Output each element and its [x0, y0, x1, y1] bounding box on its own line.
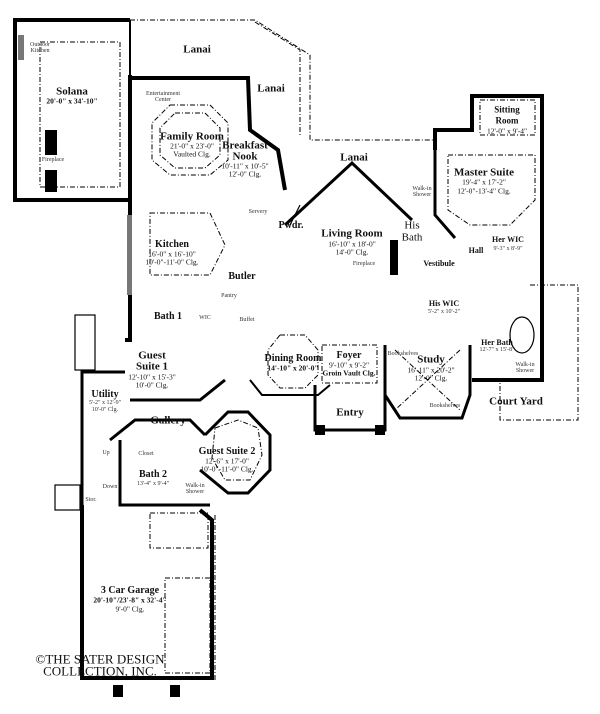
room-lanai-3: Lanai [340, 151, 368, 164]
breakfast-nook-size: 10'-11" x 10'-5" [221, 161, 269, 171]
study-bookshelves-1: Bookshelves [387, 351, 419, 357]
garage-ceiling: 9'-0" Clg. [115, 604, 145, 614]
family-room-size: 21'-0" x 23'-0" [170, 141, 214, 151]
kitchen-size: 16'-0" x 16'-10" [148, 249, 196, 259]
room-lanai-2: Lanai [257, 82, 285, 95]
lanai-outline [130, 19, 435, 141]
bath-2-shower: Walk-in Shower [185, 483, 205, 495]
wall-solana [13, 18, 130, 202]
room-solana: Solana [56, 85, 88, 98]
master-suite-ceiling: 12'-0"-13'-4" Clg. [457, 186, 511, 196]
solana-size: 20'-0" x 34'-10" [46, 96, 98, 106]
wall-family-north [130, 76, 287, 191]
guest-suite-1-size: 12'-10" x 15'-3" [128, 372, 176, 382]
room-his-wic: His WIC [428, 299, 460, 308]
room-powder: Pwdr. [278, 220, 304, 231]
utility-size: 5'-2" x 12'-9" [88, 400, 122, 406]
dining-ceiling [267, 334, 319, 389]
living-room-size: 16'-10" x 18'-0" [328, 239, 376, 249]
wall-study [383, 345, 472, 420]
room-dining-room: Dining Room [264, 353, 322, 364]
her-bath-size: 12'-7" x 15'-8" [479, 347, 515, 353]
kitchen-ceiling: 10'-0"-11'-0" Clg. [145, 257, 199, 267]
pantry-label: Pantry [221, 293, 237, 299]
living-room-fireplace: Fireplace [352, 261, 376, 267]
court-yard-label: Court Yard [489, 395, 543, 408]
room-his-bath: His [404, 219, 420, 232]
foyer-size: 9'-10" x 9'-2" [328, 360, 370, 370]
room-guest-suite-1: Guest [138, 349, 166, 362]
utility-ceiling: 10'-0" Clg. [91, 407, 119, 413]
stairs-down-label: Down [102, 484, 118, 490]
wall-living [283, 160, 414, 227]
room-butler: Butler [228, 271, 256, 282]
room-sitting-room-2: Room [495, 115, 519, 126]
copyright-line-2: COLLECTION, INC. [43, 663, 157, 679]
outdoor-kitchen-label: Outdoor Kitchen [30, 42, 50, 54]
stairs-up-label: Up [102, 450, 110, 456]
room-kitchen: Kitchen [155, 239, 189, 250]
room-study: Study [417, 353, 445, 366]
room-family-room: Family Room [160, 130, 224, 143]
entertainment-center-label: Entertainment Center [146, 91, 180, 103]
bath-2-size: 13'-4" x 9'-4" [136, 481, 170, 487]
hall-label: Hall [468, 246, 484, 255]
solana-fireplace-label: Fireplace [41, 157, 65, 163]
family-ceiling [151, 104, 229, 176]
servery-label: Servery [248, 209, 268, 215]
wall-west [125, 75, 132, 342]
garage-size: 20'-10"/23'-8" x 32'-4" [93, 595, 167, 605]
room-entry: Entry [336, 406, 364, 419]
room-her-wic: Her WIC [492, 235, 524, 244]
study-bookshelves-2: Bookshelves [429, 403, 461, 409]
dining-room-size: 14'-10" x 20'-0" [267, 363, 319, 373]
wic-label: WIC [199, 315, 211, 321]
room-his-bath-2: Bath [401, 231, 423, 244]
vestibule-label: Vestibule [423, 259, 455, 268]
room-breakfast-nook-2: Nook [232, 150, 258, 163]
his-bath-shower: Walk-in Shower [412, 186, 432, 198]
room-utility: Utility [91, 389, 119, 400]
guest-suite-2-ceiling: 10'-0"-11'-0" Clg. [200, 464, 254, 474]
room-living-room: Living Room [321, 227, 383, 240]
guest-suite-1-ceiling: 10'-0" Clg. [135, 380, 169, 390]
room-master-suite: Master Suite [454, 166, 514, 179]
room-breakfast-nook: Breakfast [222, 139, 268, 152]
her-bath-shower: Walk-in Shower [515, 362, 535, 374]
room-sitting-room: Sitting [494, 104, 520, 115]
wall-master [433, 94, 544, 382]
room-guest-suite-1-2: Suite 1 [135, 360, 169, 373]
master-suite-size: 19'-4" x 17'-2" [462, 177, 506, 187]
room-garage: 3 Car Garage [100, 585, 160, 596]
wall-guest-suite-2 [199, 410, 272, 495]
room-lanai-1: Lanai [183, 43, 211, 56]
foyer-ceiling: Groin Vault Clg. [322, 368, 376, 378]
room-bath-1: Bath 1 [153, 311, 183, 322]
room-gallery: Gallery [150, 414, 186, 427]
wall-entry [313, 385, 387, 432]
room-foyer: Foyer [336, 350, 362, 361]
room-her-bath: Her Bath [481, 338, 513, 347]
her-wic-size: 9'-3" x 8'-9" [493, 246, 523, 252]
study-size: 16'-11" x 20'-2" [407, 365, 455, 375]
buffet-label: Buffet [239, 317, 255, 323]
his-wic-size: 5'-2" x 10'-2" [427, 309, 461, 315]
living-room-ceiling: 14'-0" Clg. [335, 247, 369, 257]
room-guest-suite-2: Guest Suite 2 [198, 446, 256, 457]
guest-suite-2-size: 12'-6" x 17'-0" [205, 456, 249, 466]
storage-label: Stor. [85, 497, 97, 503]
room-bath-2: Bath 2 [138, 469, 168, 480]
breakfast-nook-ceiling: 12'-0" Clg. [228, 169, 262, 179]
sitting-room-size: 12'-0" x 9'-4" [486, 126, 528, 136]
copyright-line-1: ©THE SATER DESIGN [35, 651, 165, 667]
study-ceiling: 12'-0" Clg. [414, 373, 448, 383]
family-room-ceiling: Vaulted Clg. [173, 149, 211, 159]
closet-label: Closet [138, 451, 154, 457]
